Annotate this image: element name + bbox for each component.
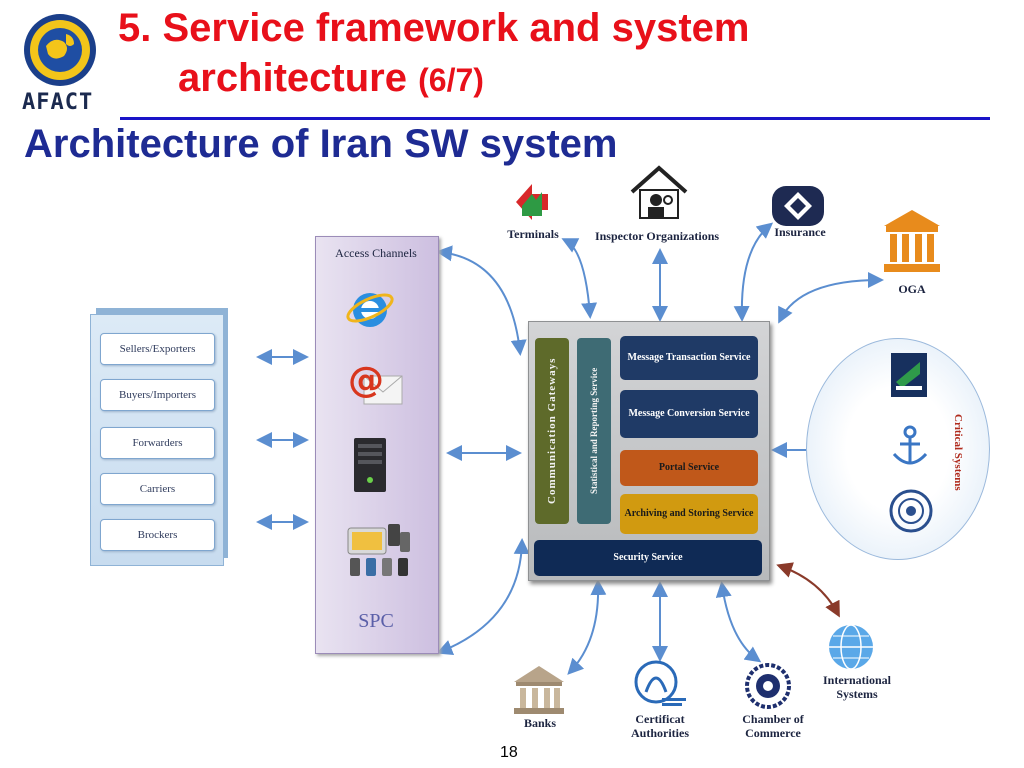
server-icon [354, 438, 386, 492]
oga-building-icon [880, 206, 944, 274]
svg-text:@: @ [348, 360, 384, 401]
critical-systems-label: Critical Systems [952, 413, 964, 491]
devices-icon [347, 524, 410, 576]
slide-subtitle: Architecture of Iran SW system [24, 122, 618, 166]
chamber-of-commerce-label: Chamber of Commerce [742, 712, 804, 740]
insurance-label: Insurance [774, 225, 826, 239]
certificat-authorities-label: Certificat Authorities [631, 712, 689, 740]
slide-title: 5. Service framework and system [118, 6, 750, 50]
security-service: Security Service [534, 540, 762, 576]
title-underline [120, 117, 990, 120]
terminals-label: Terminals [507, 227, 559, 241]
banks-label: Banks [523, 716, 557, 730]
insurance-icon [772, 186, 824, 226]
oga-label: OGA [898, 282, 926, 296]
communication-gateways: Communication Gateways [535, 338, 569, 524]
email-icon: @ [348, 360, 403, 405]
archiving-storing-service: Archiving and Storing Service [620, 494, 758, 534]
role-buyers-importers: Buyers/Importers [100, 379, 215, 411]
message-conversion-service: Message Conversion Service [620, 390, 758, 438]
standards-emblem-icon [889, 489, 933, 533]
inspector-icon [630, 165, 688, 219]
logo-text: AFACT [22, 90, 94, 115]
portal-service: Portal Service [620, 450, 758, 486]
statistical-reporting-service: Statistical and Reporting Service [577, 338, 611, 524]
inspector-organizations-label: Inspector Organizations [594, 229, 720, 243]
afact-logo-icon [24, 14, 96, 86]
page-number: 18 [500, 744, 518, 761]
title-word: architecture [178, 56, 407, 100]
role-carriers: Carriers [100, 473, 215, 505]
anchor-emblem-icon [892, 425, 928, 465]
role-forwarders: Forwarders [100, 427, 215, 459]
role-brockers: Brockers [100, 519, 215, 551]
access-channels-header: Access Channels [335, 246, 417, 260]
certificate-authority-icon [634, 660, 686, 706]
message-transaction-service: Message Transaction Service [620, 336, 758, 380]
spc-label: SPC [358, 610, 394, 632]
international-systems-label: International Systems [822, 673, 891, 701]
slide-title-line2: architecture (6/7) [178, 58, 484, 98]
banks-icon [514, 666, 564, 714]
role-sellers-exporters: Sellers/Exporters [100, 333, 215, 365]
title-part: (6/7) [418, 62, 484, 98]
terminals-icon [516, 184, 548, 220]
globe-icon [829, 624, 873, 670]
chamber-commerce-icon [745, 663, 791, 709]
customs-logo-icon [891, 353, 927, 397]
browser-icon [346, 293, 394, 327]
